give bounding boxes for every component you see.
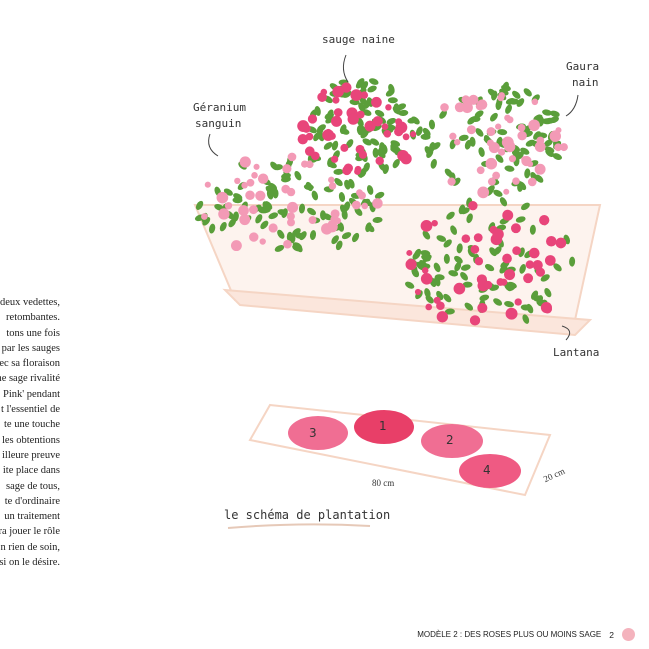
text-line: deux vedettes,: [0, 297, 60, 308]
text-line: un traitement: [4, 511, 60, 523]
position-2: 2: [446, 433, 454, 447]
text-line: si on le désire.: [0, 557, 60, 569]
geranium-plant: [194, 152, 385, 253]
label-gaura-2: nain: [572, 76, 599, 89]
label-geranium-1: Géranium: [193, 101, 246, 114]
text-line: retombantes.: [6, 312, 60, 324]
label-lantana: Lantana: [553, 346, 600, 359]
text-line: ec sa floraison: [0, 358, 60, 370]
position-1: 1: [379, 419, 387, 433]
text-line: les obtentions: [1, 434, 60, 446]
label-gaura-1: Gaura: [566, 60, 600, 73]
label-geranium-2: sanguin: [195, 117, 242, 130]
dimension-length: 80 cm: [372, 478, 395, 488]
arrows: [208, 54, 579, 341]
running-footer: MODÈLE 2 : DES ROSES PLUS OU MOINS SAGE: [417, 630, 602, 639]
label-sauge-naine: sauge naine: [322, 33, 395, 46]
text-line: sage de tous,: [6, 480, 60, 492]
page-number: 2: [609, 629, 614, 640]
text-line: illeure preuve: [1, 449, 60, 461]
flower-ornament-icon: [622, 628, 635, 641]
label-schema: le schéma de plantation: [224, 508, 391, 522]
text-line: Pink' pendant: [2, 388, 60, 400]
text-line: n rien de soin,: [0, 541, 61, 553]
text-line: te d'ordinaire: [4, 495, 60, 507]
position-3: 3: [309, 426, 317, 440]
sauge-plant: [297, 78, 423, 178]
text-line: te une touche: [4, 419, 60, 431]
text-line: t l'essentiel de: [0, 404, 60, 416]
text-line: ra jouer le rôle: [0, 526, 60, 538]
position-4: 4: [483, 463, 491, 477]
planting-schema: [227, 403, 552, 529]
text-line: ite place dans: [2, 465, 60, 477]
footer-bar: MODÈLE 2 : DES ROSES PLUS OU MOINS SAGE …: [417, 628, 635, 641]
text-line: par les sauges: [1, 342, 60, 354]
text-line: tons une fois: [6, 327, 60, 339]
gaura-plant: [420, 81, 568, 199]
body-text-column: deux vedettes, retombantes. tons une fois p…: [0, 295, 60, 570]
text-line: ne sage rivalité: [0, 373, 60, 385]
lantana-plant: [405, 197, 576, 326]
